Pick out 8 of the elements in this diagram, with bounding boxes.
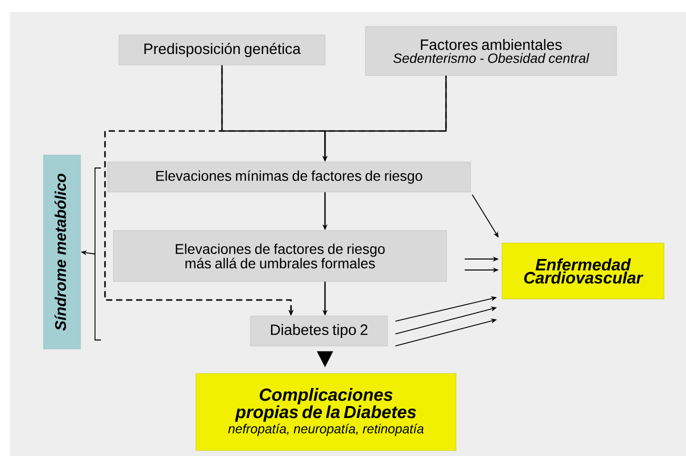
outcome-box: Complicaciones propias de la Diabetes nefropatía, neuropatía, retinopatía [196,373,456,451]
factor-box: Predisposición genética [118,34,326,66]
stage-box: Elevaciones mínimas de factores de riesgo [107,162,471,192]
stage-box: Elevaciones de factores de riesgo más allá de umbrales formales [113,230,447,282]
stage-box: Diabetes tipo 2 [250,316,388,346]
factor-box: Factores ambientales Sedenterismo - Obesidad central [365,26,617,76]
outcome-box: Enfermedad Cardiovascular [502,242,664,300]
syndrome-band: Síndrome metabólico [43,154,81,350]
